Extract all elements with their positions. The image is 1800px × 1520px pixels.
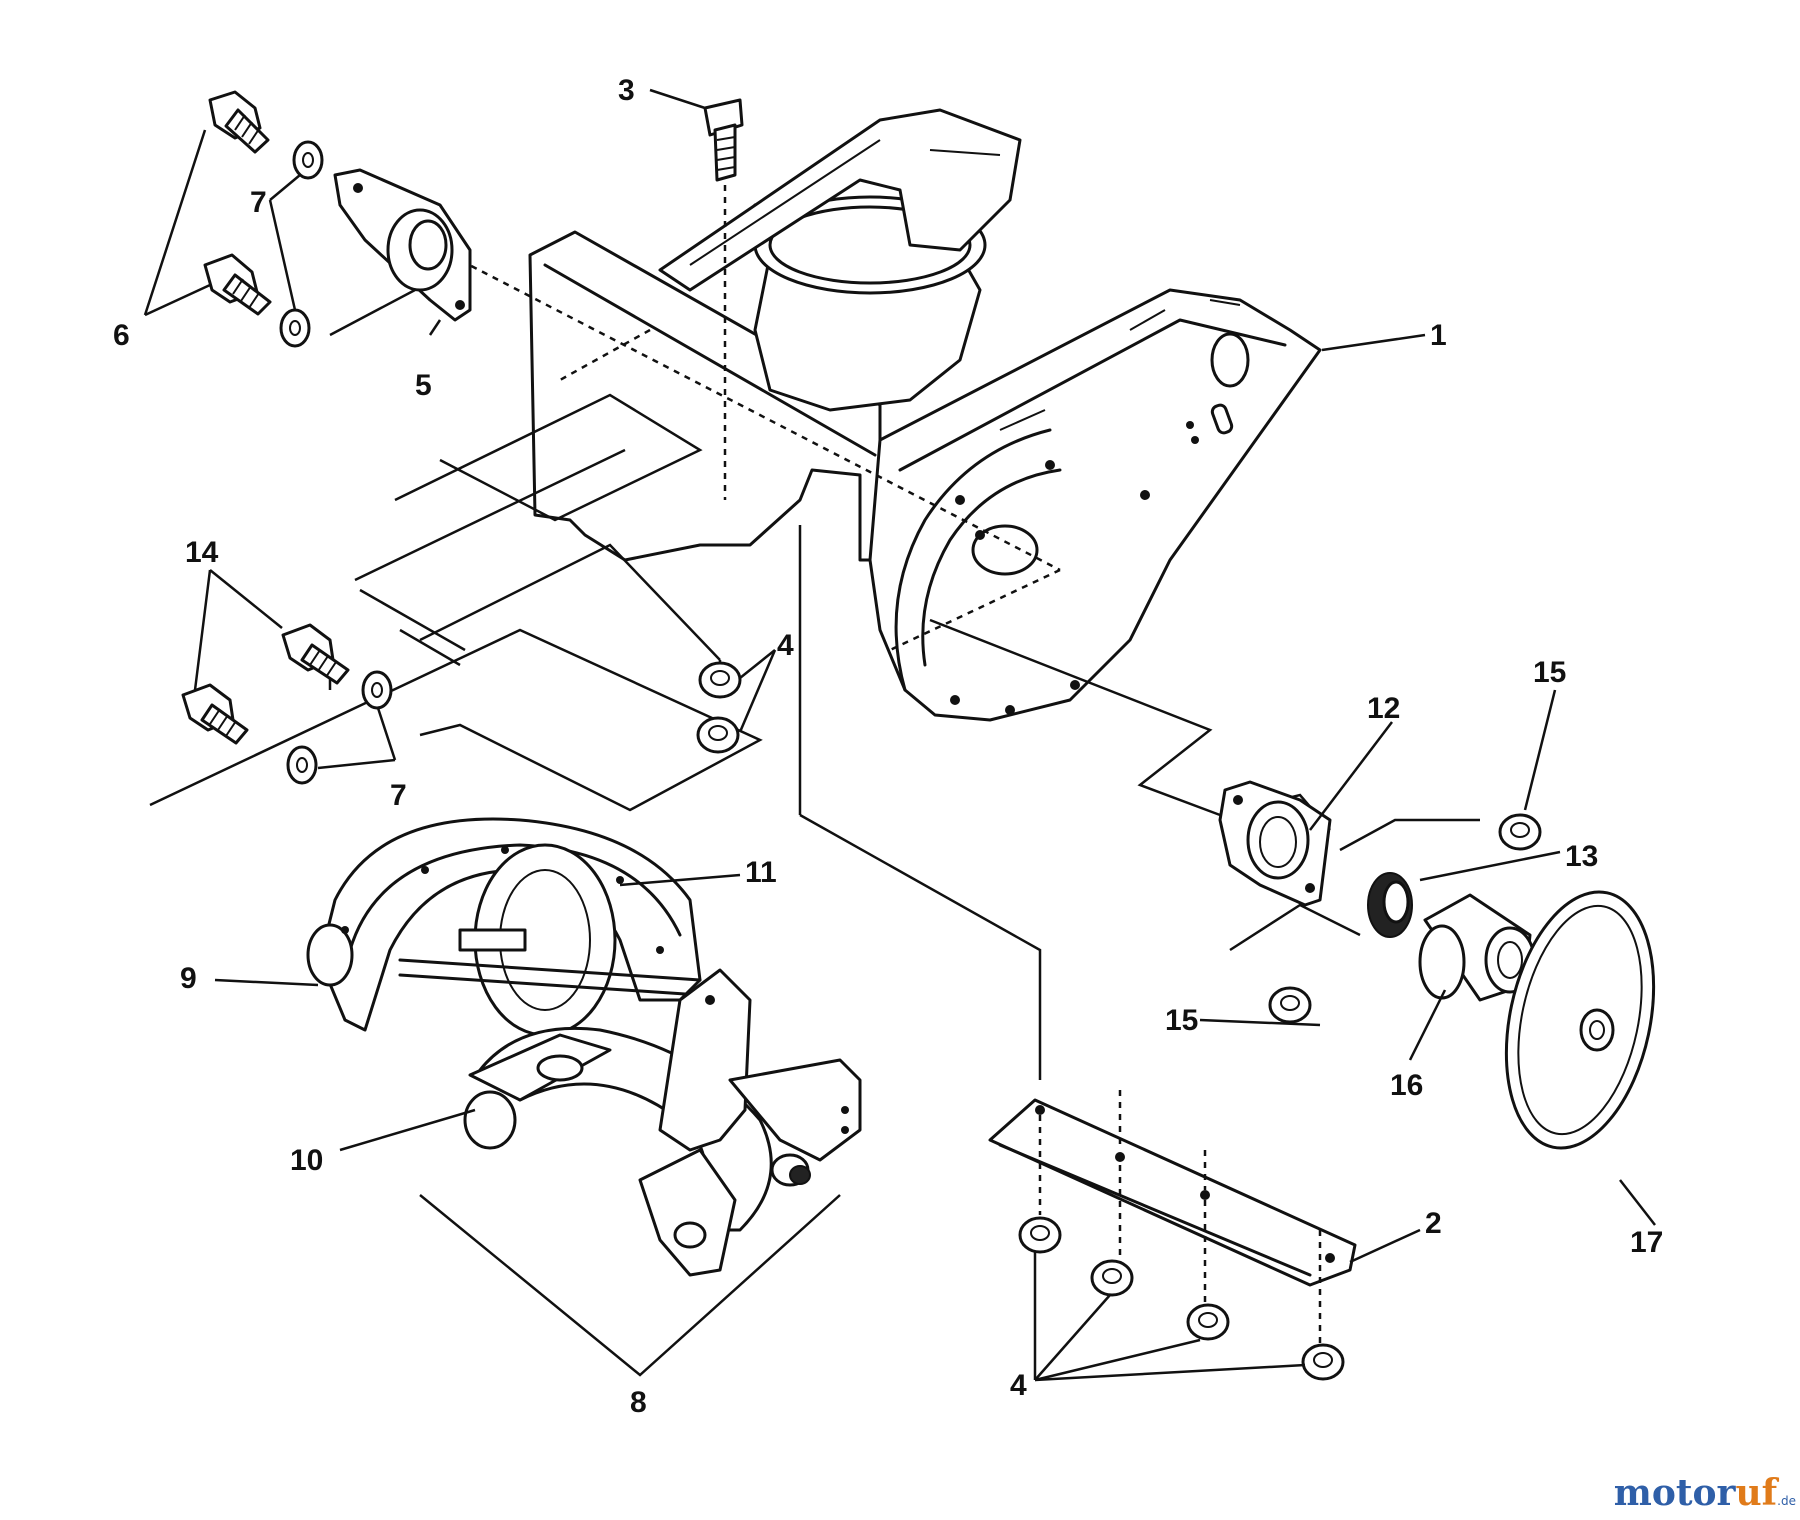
housing-part xyxy=(528,108,1322,722)
callout-8: 8 xyxy=(630,1386,647,1419)
callout-2: 2 xyxy=(1425,1207,1442,1240)
callout-11: 11 xyxy=(745,856,777,889)
watermark-text-2: uf xyxy=(1735,1472,1778,1514)
watermark-suffix: .de xyxy=(1777,1494,1796,1508)
callout-5: 5 xyxy=(415,369,432,402)
leaders-top-left xyxy=(143,129,442,337)
callout-labels: 1 2 3 4 4 5 6 7 7 8 9 10 11 12 13 14 15 … xyxy=(113,74,1663,1419)
leader-1 xyxy=(1321,333,1426,352)
callout-17: 17 xyxy=(1630,1226,1663,1259)
callout-15-top: 15 xyxy=(1533,656,1566,689)
auger-assembly-8 xyxy=(214,817,862,1377)
callout-10: 10 xyxy=(290,1144,323,1177)
callout-7-top: 7 xyxy=(250,186,267,219)
callout-15-bottom: 15 xyxy=(1165,1004,1198,1037)
watermark-text-1: motor xyxy=(1613,1472,1736,1514)
bar-2-and-nuts xyxy=(988,1090,1421,1382)
callout-1: 1 xyxy=(1430,319,1447,352)
callout-6: 6 xyxy=(113,319,130,352)
callout-13: 13 xyxy=(1565,840,1598,873)
callout-7-middle: 7 xyxy=(390,779,407,812)
bolts-6-group xyxy=(203,90,272,316)
callout-12: 12 xyxy=(1367,692,1400,725)
callout-4-bottom: 4 xyxy=(1010,1369,1027,1402)
callout-9: 9 xyxy=(180,962,197,995)
washers-7-top xyxy=(279,140,324,348)
bracket-5 xyxy=(333,168,472,322)
callout-4-middle: 4 xyxy=(777,629,794,662)
site-watermark-logo: motoruf.de xyxy=(1614,1472,1796,1514)
bolt-3 xyxy=(649,88,744,182)
assembly-lines xyxy=(149,185,1480,1080)
callout-3: 3 xyxy=(618,74,635,107)
callout-16: 16 xyxy=(1390,1069,1423,1102)
callout-14: 14 xyxy=(185,536,219,569)
bolts-14-group xyxy=(181,569,397,785)
drive-side-parts xyxy=(1199,689,1656,1226)
nuts-4-middle xyxy=(696,649,777,754)
